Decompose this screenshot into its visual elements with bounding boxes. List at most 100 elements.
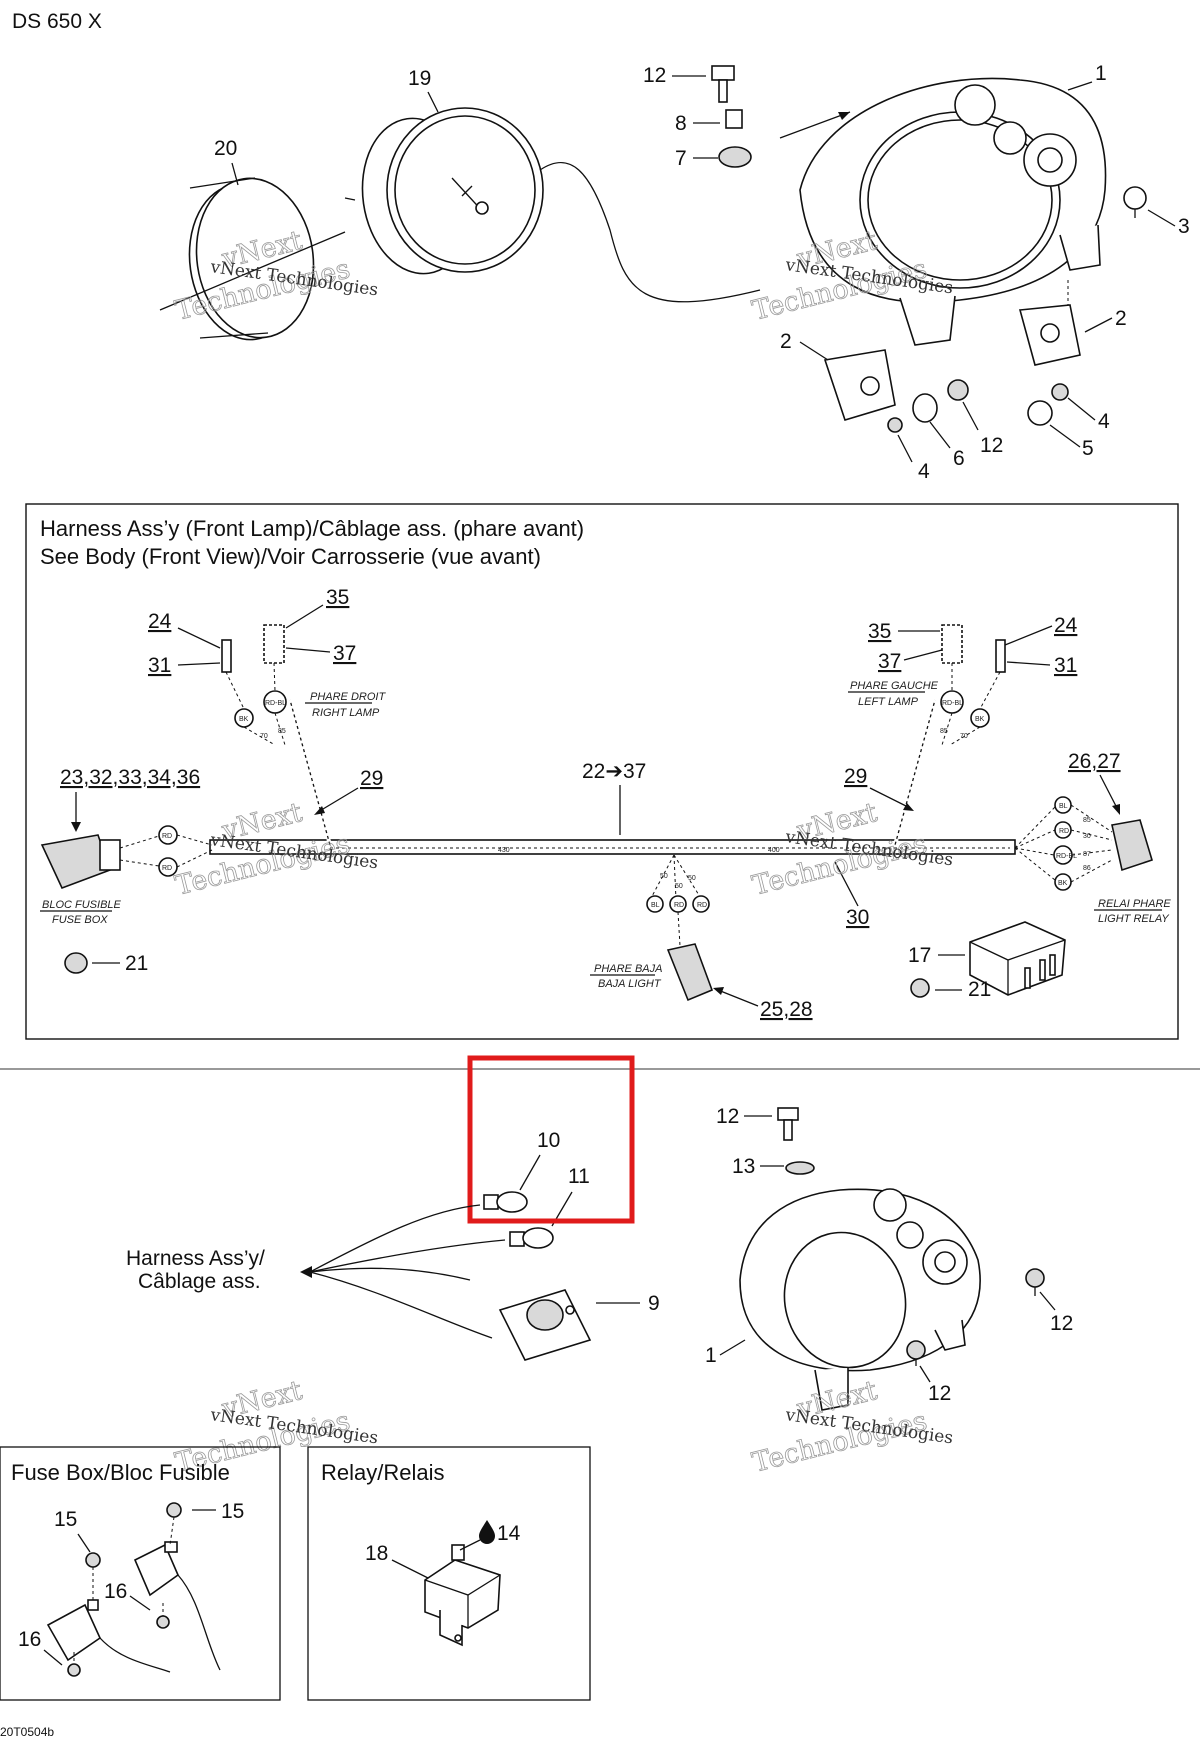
watermark-bottom-right: vNext Technologies vNext Technologies (749, 1375, 955, 1479)
relay-panel (307, 1446, 591, 1701)
svg-text:RD-BL: RD-BL (942, 700, 963, 707)
svg-text:400: 400 (768, 847, 780, 854)
svg-text:86: 86 (1083, 865, 1091, 872)
nut-part-right (910, 978, 930, 998)
instrument-housing-part (799, 77, 1107, 346)
svg-text:85: 85 (278, 728, 286, 735)
right-lamp-connector: RD-BL BK 70 85 (221, 624, 287, 746)
harness-title-line1: Harness Ass’y (Front Lamp)/Câblage ass. … (40, 516, 584, 541)
rivet-part (1123, 186, 1147, 218)
svg-text:RD: RD (1059, 828, 1069, 835)
svg-text:RD-BL: RD-BL (1056, 853, 1077, 860)
svg-text:BK: BK (975, 716, 985, 723)
callout-12-bottom-top: 12 (716, 1105, 739, 1128)
callout-13: 13 (732, 1155, 755, 1178)
right-lamp-caption-en: RIGHT LAMP (312, 707, 380, 719)
fuse-box-caption-fr: BLOC FUSIBLE (42, 899, 122, 911)
callout-35-left: 35 (326, 586, 349, 609)
bracket-part-right (1018, 304, 1081, 366)
svg-text:RD: RD (162, 865, 172, 872)
callout-20: 20 (214, 137, 237, 160)
callout-1-bottom: 1 (705, 1344, 717, 1367)
callout-19: 19 (408, 67, 431, 90)
callout-37-right: 37 (878, 650, 901, 673)
svg-text:BL: BL (651, 902, 660, 909)
callout-29-right: 29 (844, 765, 867, 788)
relay-caption-en: LIGHT RELAY (1098, 913, 1169, 925)
right-lamp-caption-fr: PHARE DROIT (310, 691, 386, 703)
grease-drop-icon (479, 1520, 495, 1544)
left-lamp-connector: RD-BL BK 70 85 (940, 624, 1006, 746)
instrument-housing-bottom (739, 1188, 981, 1411)
callout-31-left: 31 (148, 654, 171, 677)
fuse-box-panel (0, 1446, 281, 1701)
watermark-mid-left: vNext Technologies vNext Technologies (172, 797, 380, 902)
svg-text:BL: BL (1059, 803, 1068, 810)
callout-14: 14 (497, 1522, 521, 1545)
screw-part-right (1025, 1268, 1045, 1296)
screw-part-center (906, 1340, 926, 1366)
svg-text:87: 87 (1083, 851, 1091, 858)
callout-16-right: 16 (104, 1580, 127, 1603)
callout-6: 6 (953, 447, 965, 470)
bezel-ring-part (159, 177, 346, 341)
callout-11: 11 (568, 1165, 590, 1188)
fuse-box-connector: RD RD (40, 825, 213, 890)
callout-24-left: 24 (148, 610, 172, 633)
callout-17: 17 (908, 944, 931, 967)
svg-text:BK: BK (1058, 880, 1068, 887)
baja-light-connector: BL RD RD 50 50 50 (646, 854, 714, 1002)
relay-caption-fr: RELAI PHARE (1098, 898, 1171, 910)
bulb-part-10 (483, 1191, 528, 1213)
callout-16-left: 16 (18, 1628, 41, 1651)
switch-part (498, 1289, 592, 1361)
callout-22-37: 22➔37 (582, 760, 646, 783)
svg-text:70: 70 (960, 733, 968, 740)
svg-text:RD: RD (162, 833, 172, 840)
baja-light-caption-en: BAJA LIGHT (598, 978, 662, 990)
callout-12-bottom-right: 12 (1050, 1312, 1073, 1335)
callout-2-right: 2 (1115, 307, 1127, 330)
svg-text:430: 430 (498, 847, 510, 854)
callout-3: 3 (1178, 215, 1190, 238)
svg-text:50: 50 (675, 883, 683, 890)
callout-4-right: 4 (1098, 410, 1110, 433)
bulb-part-11 (509, 1227, 554, 1249)
callout-18: 18 (365, 1542, 388, 1565)
svg-text:RD: RD (697, 902, 707, 909)
light-relay-connector: BL RD RD-BL BK 85 30 87 86 (1014, 796, 1153, 891)
callout-37-left: 37 (333, 642, 356, 665)
relay-panel-title: Relay/Relais (321, 1460, 445, 1485)
fuse-box-caption-en: FUSE BOX (52, 914, 108, 926)
harness-label-fr: Câblage ass. (138, 1270, 261, 1293)
screw-hardware-top (711, 65, 851, 168)
callout-2-left: 2 (780, 330, 792, 353)
svg-text:50: 50 (688, 875, 696, 882)
callout-29-left: 29 (360, 767, 383, 790)
washer-nut-hardware (887, 379, 1069, 433)
gauge-part (344, 107, 761, 303)
model-title: DS 650 X (12, 10, 102, 33)
relay-assembly (424, 1544, 501, 1647)
svg-text:BK: BK (239, 716, 249, 723)
nut-part-left (64, 952, 88, 974)
figure-code: 20T0504b (0, 1725, 54, 1739)
harness-wires-bottom (300, 1204, 506, 1339)
relay-part (969, 921, 1066, 996)
callout-21-left: 21 (125, 952, 148, 975)
screw-hardware-bottom (777, 1107, 815, 1175)
callout-21-right: 21 (968, 978, 991, 1001)
svg-text:85: 85 (940, 728, 948, 735)
svg-text:RD: RD (674, 902, 684, 909)
callout-15-left: 15 (54, 1508, 77, 1531)
fuse-box-panel-title: Fuse Box/Bloc Fusible (11, 1460, 230, 1485)
callout-30: 30 (846, 906, 869, 929)
svg-text:50: 50 (660, 873, 668, 880)
callout-23-32-33-34-36: 23,32,33,34,36 (60, 766, 200, 789)
callout-12-bottom-center: 12 (928, 1382, 951, 1405)
left-lamp-caption-fr: PHARE GAUCHE (850, 680, 939, 692)
callout-12-top: 12 (643, 64, 666, 87)
callout-9: 9 (648, 1292, 660, 1315)
harness-title-line2: See Body (Front View)/Voir Carrosserie (… (40, 544, 541, 569)
svg-text:85: 85 (1083, 817, 1091, 824)
